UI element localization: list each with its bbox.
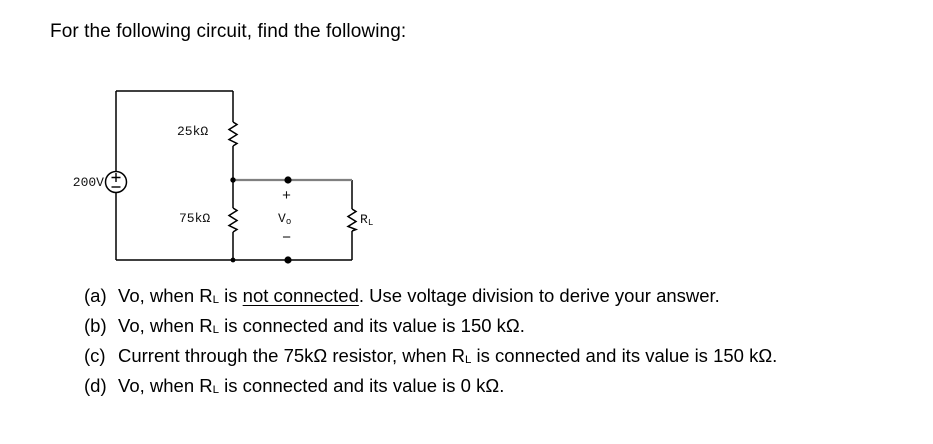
question-text: . Use voltage division to derive your an… bbox=[358, 285, 720, 306]
underlined-text: not connected bbox=[242, 285, 359, 306]
node-dot bbox=[284, 256, 292, 264]
question-marker: (a) bbox=[84, 285, 107, 306]
question-c: (c) Current through the 75kΩ resistor, wh… bbox=[84, 341, 777, 371]
question-b: (b) Vo, when RL is connected and its valu… bbox=[84, 311, 777, 341]
question-text: is connected and its value is 0 kΩ. bbox=[219, 375, 505, 396]
output-plus-sign: + bbox=[282, 188, 292, 205]
wires bbox=[115, 90, 359, 261]
question-marker: (c) bbox=[84, 345, 106, 366]
question-text: is connected and its value is 150 kΩ. bbox=[471, 345, 778, 366]
plus-terminal-icon bbox=[111, 173, 121, 182]
subscript: L bbox=[212, 294, 220, 307]
subscript: L bbox=[465, 354, 472, 367]
wire bbox=[115, 90, 352, 261]
rl-sub: L bbox=[367, 216, 374, 228]
resistor-25k-label: 25kΩ bbox=[177, 124, 209, 139]
rl-main: R bbox=[360, 212, 368, 227]
load-resistor-label: RL bbox=[360, 212, 374, 228]
question-text: Current through the 75kΩ resistor, when … bbox=[118, 345, 466, 366]
page-title: For the following circuit, find the foll… bbox=[50, 21, 407, 42]
question-text: Vo, when R bbox=[118, 315, 213, 336]
question-text: Vo, when R bbox=[118, 375, 213, 396]
resistor-75k-label: 75kΩ bbox=[179, 211, 211, 226]
subscript: L bbox=[212, 324, 220, 337]
node-dot bbox=[284, 176, 292, 184]
resistor-75k-icon bbox=[227, 207, 239, 233]
output-voltage-label: Vo bbox=[278, 211, 292, 227]
question-a: (a) Vo, when RL is not connected. Use vol… bbox=[84, 281, 777, 311]
node-dot bbox=[230, 257, 236, 263]
question-marker: (d) bbox=[84, 375, 107, 396]
node-dots bbox=[230, 176, 292, 264]
question-text: Vo, when R bbox=[118, 285, 213, 306]
questions-list: (a)Vo, when RL is not connected. Use vol… bbox=[84, 281, 777, 401]
voltage-source-icon bbox=[104, 170, 128, 194]
vo-sub: o bbox=[285, 215, 292, 227]
vo-main: V bbox=[278, 211, 286, 226]
output-minus-sign: − bbox=[282, 230, 292, 247]
question-marker: (b) bbox=[84, 315, 107, 336]
node-dot bbox=[230, 177, 236, 183]
question-d: (d) Vo, when RL is connected and its valu… bbox=[84, 371, 777, 401]
resistor-rl-icon bbox=[346, 208, 359, 232]
resistor-25k-icon bbox=[227, 121, 239, 147]
source-voltage-label: 200V bbox=[72, 175, 104, 190]
question-text: is bbox=[219, 285, 243, 306]
subscript: L bbox=[212, 384, 220, 397]
question-text: is connected and its value is 150 kΩ. bbox=[219, 315, 525, 336]
